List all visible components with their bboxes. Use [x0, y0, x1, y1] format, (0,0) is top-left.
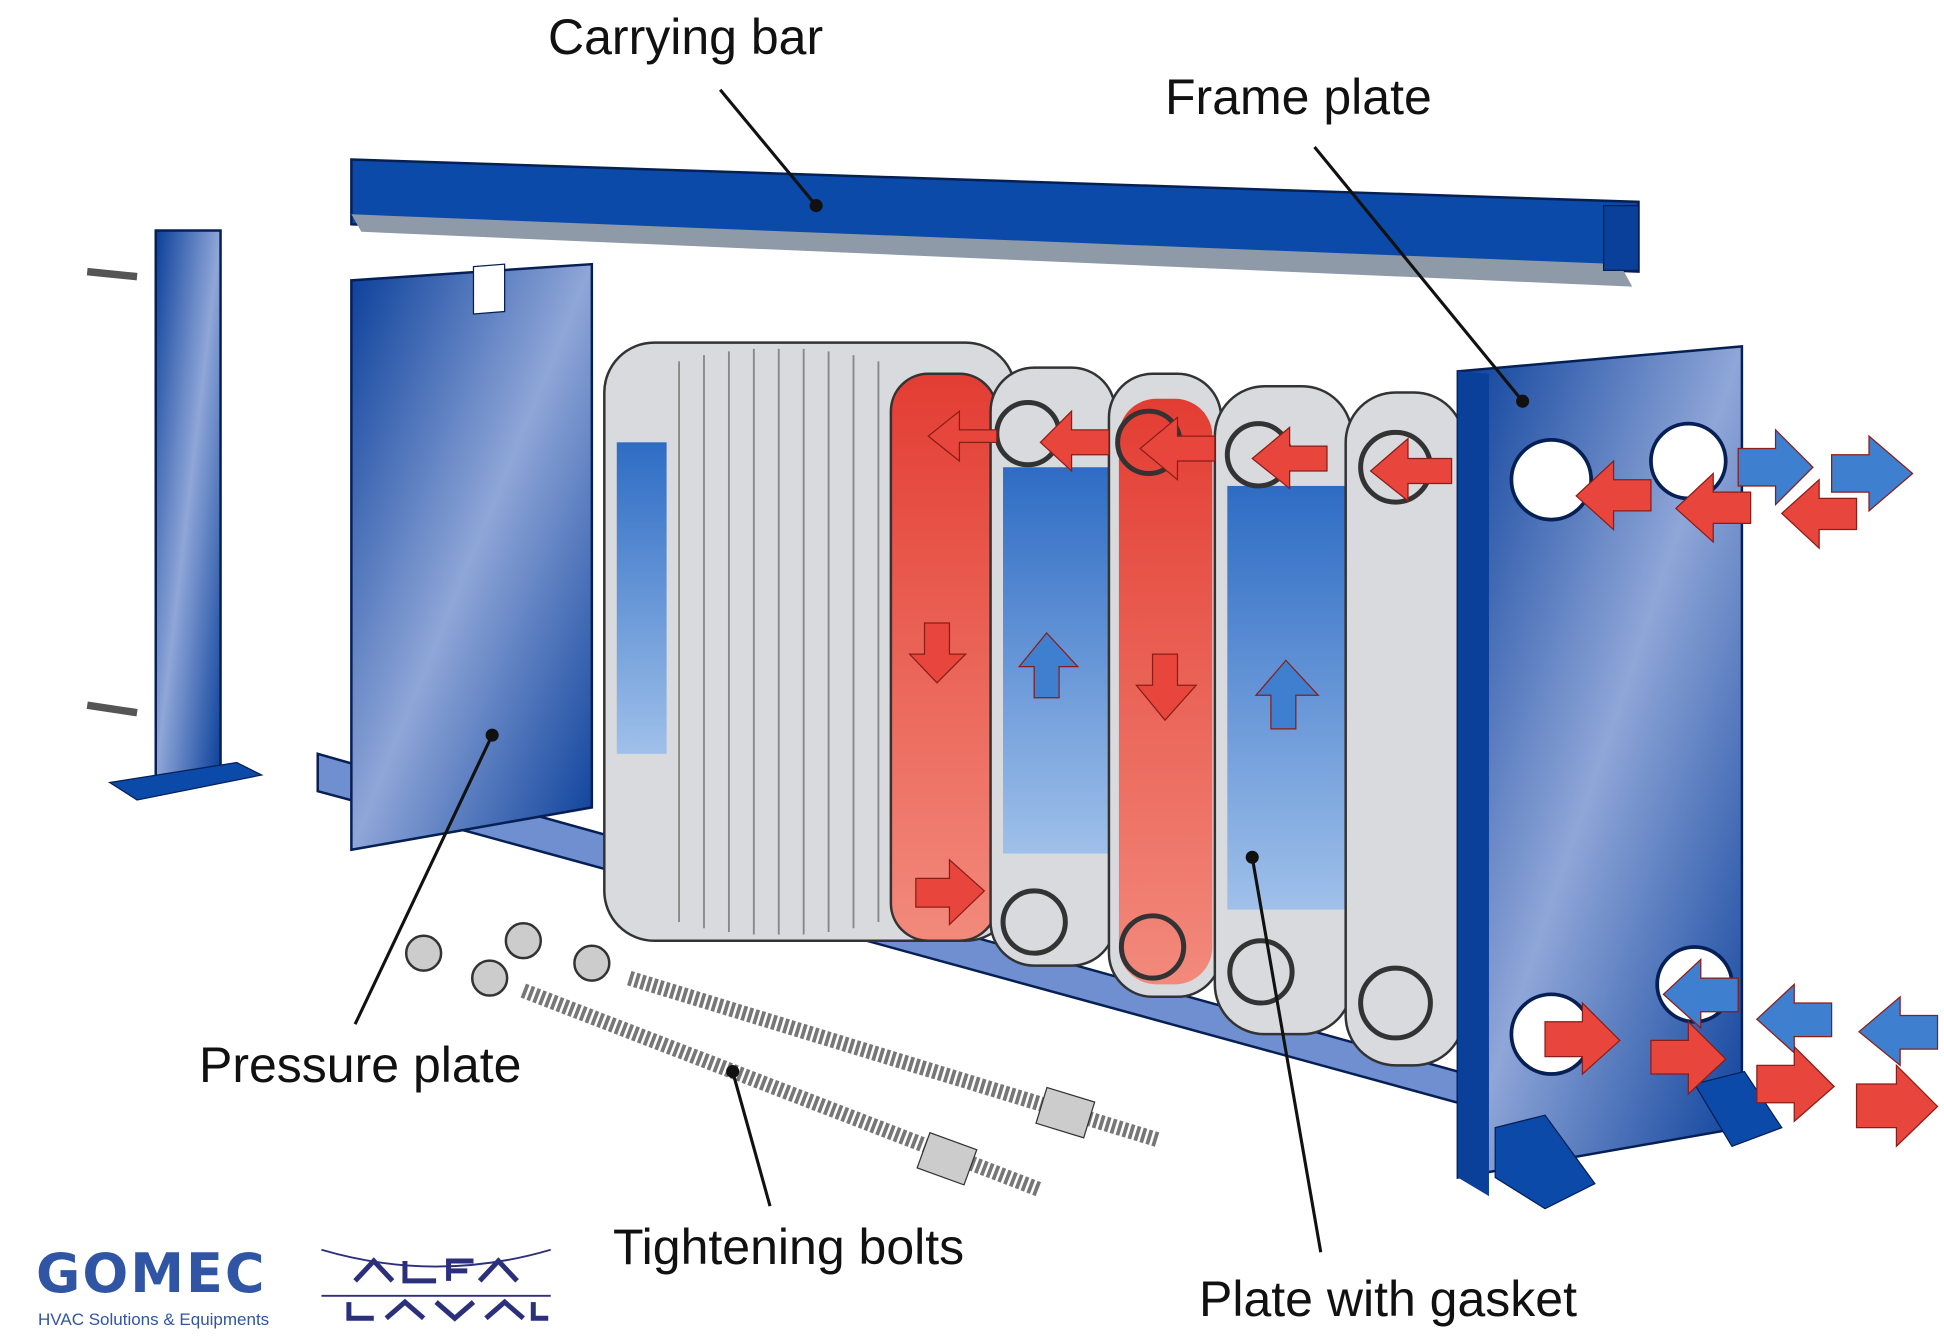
hot-arrow-icon	[1650, 1020, 1727, 1096]
alfa-laval-logo	[321, 1248, 551, 1322]
hot-arrow-icon	[1855, 1063, 1939, 1148]
label-pressure-plate: Pressure plate	[199, 1037, 522, 1093]
leader-lines	[353, 88, 1530, 1253]
pressure-plate	[350, 262, 594, 852]
plate-pack	[603, 341, 1466, 1067]
cold-arrow-icon	[1755, 982, 1833, 1055]
hot-arrow-icon	[1575, 459, 1652, 531]
label-tightening-bolts: Tightening bolts	[613, 1219, 965, 1275]
hot-down-arrow-icon	[1135, 653, 1198, 722]
support-column	[86, 229, 264, 801]
hot-arrow-icon	[1756, 1045, 1836, 1123]
hot-arrow-icon	[915, 858, 986, 926]
cold-up-arrow-icon	[1254, 659, 1320, 730]
label-plate-with-gasket: Plate with gasket	[1199, 1271, 1577, 1327]
hot-arrow-icon	[1369, 437, 1453, 503]
carrying-bar	[350, 158, 1640, 287]
cold-arrow-icon	[1662, 957, 1739, 1030]
tightening-bolts	[404, 922, 1161, 1197]
flow-arrows	[908, 409, 1939, 1148]
hot-arrow-icon	[927, 409, 998, 463]
label-frame-plate: Frame plate	[1165, 69, 1432, 125]
cold-arrow-icon	[1858, 995, 1939, 1067]
hot-down-arrow-icon	[908, 622, 968, 684]
hot-arrow-icon	[1544, 1001, 1621, 1076]
hot-arrow-icon	[1039, 409, 1110, 473]
frame-plate	[1456, 345, 1783, 1210]
hot-arrow-icon	[1674, 472, 1752, 544]
cold-up-arrow-icon	[1017, 632, 1080, 699]
cold-arrow-icon	[1737, 428, 1814, 507]
gomec-tagline: HVAC Solutions & Equipments	[38, 1310, 270, 1329]
hot-arrow-icon	[1139, 416, 1216, 482]
gomec-logo: GOMEC	[36, 1242, 267, 1305]
label-carrying-bar: Carrying bar	[548, 9, 824, 65]
hot-arrow-icon	[1780, 478, 1858, 550]
hot-arrow-icon	[1251, 426, 1328, 490]
cold-arrow-icon	[1830, 434, 1914, 513]
